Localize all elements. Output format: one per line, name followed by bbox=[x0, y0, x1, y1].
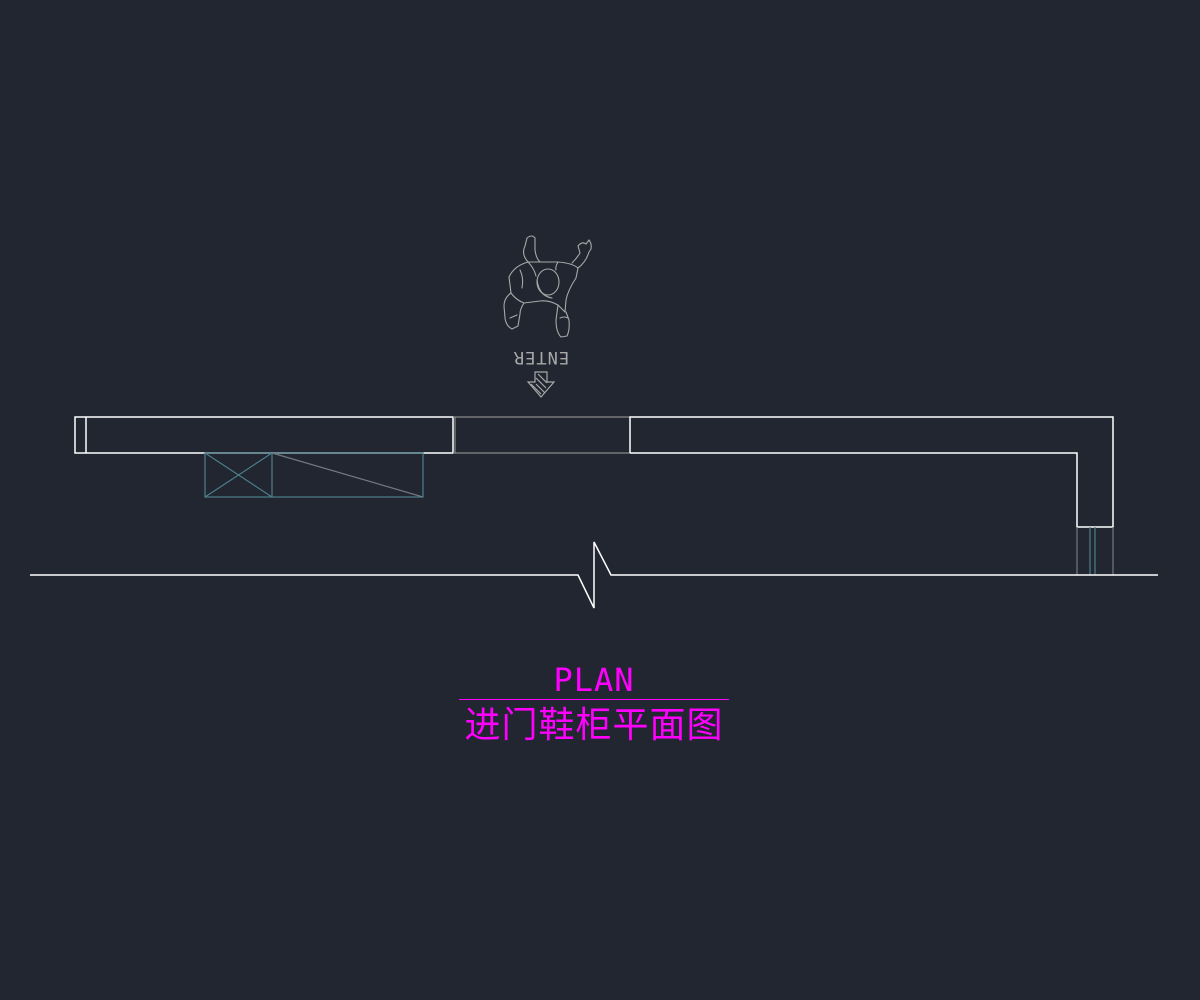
wall-right-segment bbox=[629, 416, 1114, 528]
title-underline bbox=[459, 699, 729, 700]
wall-left-segment bbox=[74, 416, 454, 454]
break-line bbox=[30, 541, 1158, 609]
plan-title-cn: 进门鞋柜平面图 bbox=[464, 705, 724, 746]
entry-arrow-icon bbox=[526, 371, 556, 398]
plan-title-en: PLAN bbox=[553, 661, 635, 699]
person-figure-icon bbox=[503, 235, 592, 338]
door-opening bbox=[453, 416, 630, 454]
entry-label: ENTER bbox=[513, 347, 569, 367]
shoe-cabinet bbox=[204, 452, 424, 498]
side-cabinet bbox=[1076, 527, 1114, 575]
